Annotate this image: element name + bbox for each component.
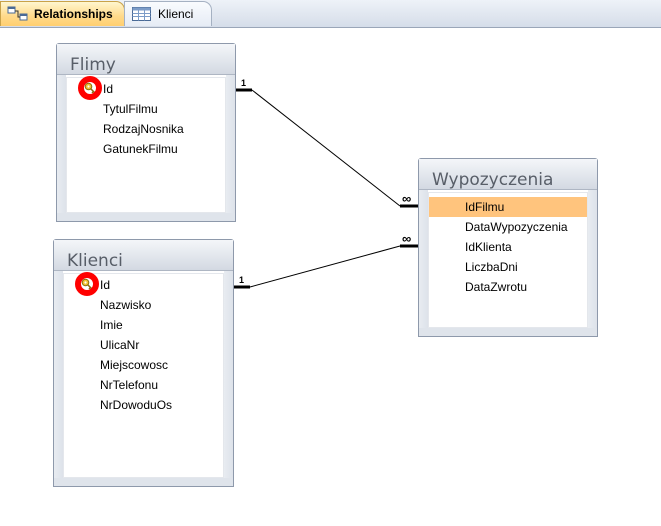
tab-label: Klienci <box>158 7 194 21</box>
field-id[interactable]: Id <box>103 82 114 96</box>
tab-label: Relationships <box>34 7 113 21</box>
field-imie[interactable]: Imie <box>100 318 123 332</box>
cardinality-many-label: ∞ <box>402 191 411 206</box>
field-rodzajnosnika[interactable]: RodzajNosnika <box>103 122 184 136</box>
relationship-filmy-wypozyczenia[interactable] <box>236 88 419 208</box>
field-list[interactable]: Id TytulFilmu RodzajNosnika GatunekFilmu <box>66 76 226 213</box>
field-nrdowoduos[interactable]: NrDowoduOs <box>100 398 173 412</box>
highlight-ring <box>78 76 102 100</box>
field-miejscowosc[interactable]: Miejscowosc <box>100 358 169 372</box>
highlight-ring <box>75 272 99 296</box>
tab-klienci[interactable]: Klienci <box>124 1 212 26</box>
table-box-klienci[interactable]: Klienci Id Nazwisko Imie UlicaNr Miejsco… <box>53 239 234 487</box>
table-box-wypozyczenia[interactable]: Wypozyczenia IdFilmu DataWypozyczenia Id… <box>418 158 598 337</box>
field-tytulfilmu[interactable]: TytulFilmu <box>103 102 158 116</box>
field-liczbadni[interactable]: LiczbaDni <box>465 260 518 274</box>
field-list[interactable]: IdFilmu DataWypozyczenia IdKlienta Liczb… <box>428 192 588 328</box>
field-idfilmu[interactable]: IdFilmu <box>429 197 587 217</box>
field-datazwrotu[interactable]: DataZwrotu <box>465 280 528 294</box>
cardinality-many-label: ∞ <box>402 231 411 246</box>
table-icon <box>131 6 153 22</box>
table-box-filmy[interactable]: Flimy Id TytulFilmu RodzajNosnika Gatune… <box>56 43 236 222</box>
table-title[interactable]: Klienci <box>54 240 233 271</box>
document-tab-bar: Relationships Klienci <box>0 0 661 28</box>
cardinality-one-label: 1 <box>241 78 247 88</box>
table-title[interactable]: Flimy <box>57 44 235 75</box>
field-gatunekfilmu[interactable]: GatunekFilmu <box>103 142 178 156</box>
tab-relationships[interactable]: Relationships <box>0 1 125 26</box>
field-list[interactable]: Id Nazwisko Imie UlicaNr Miejscowosc NrT… <box>63 272 224 478</box>
field-id[interactable]: Id <box>100 278 111 292</box>
relationship-klienci-wypozyczenia[interactable] <box>233 244 419 289</box>
table-title[interactable]: Wypozyczenia <box>419 159 597 190</box>
field-idklienta[interactable]: IdKlienta <box>465 240 512 254</box>
field-ulicanr[interactable]: UlicaNr <box>100 338 140 352</box>
field-nazwisko[interactable]: Nazwisko <box>100 298 152 312</box>
cardinality-one-label: 1 <box>239 275 245 285</box>
relationships-icon <box>7 6 29 22</box>
field-datawypozyczenia[interactable]: DataWypozyczenia <box>465 220 568 234</box>
field-nrtelefonu[interactable]: NrTelefonu <box>100 378 159 392</box>
